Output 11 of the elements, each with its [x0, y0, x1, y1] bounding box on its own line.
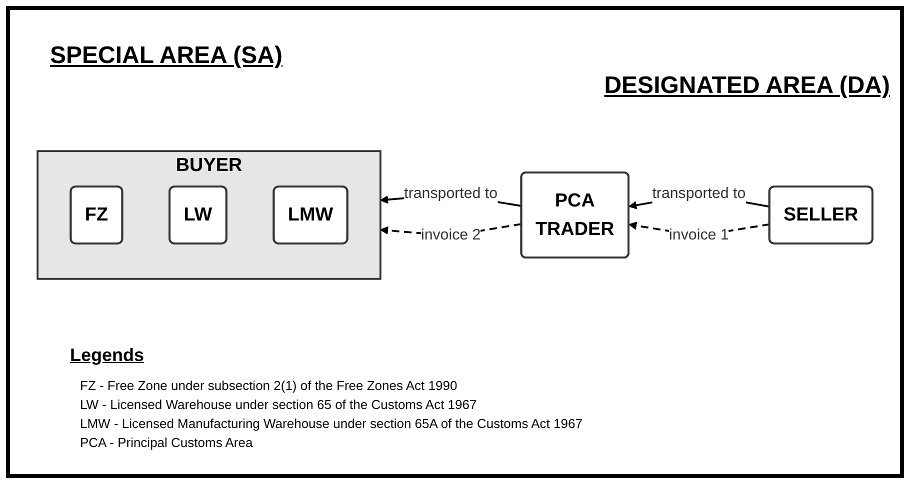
- legend-note: PCA - Principal Customs Area: [80, 434, 254, 452]
- edge-label: transported to: [652, 186, 746, 202]
- area-heading: DESIGNATED AREA (DA): [604, 72, 890, 100]
- area-heading: SPECIAL AREA (SA): [50, 42, 282, 70]
- edge-label: invoice 2: [420, 227, 481, 244]
- legend-heading: Legends: [70, 345, 144, 366]
- legend-note: FZ - Free Zone under subsection 2(1) of the Free Zones Act 1990: [80, 377, 458, 395]
- legend-note: LMW - Licensed Manufacturing Warehouse under section 65A of the Customs Act 1967: [80, 415, 582, 433]
- edge-label: transported to: [404, 186, 498, 202]
- edge-label: invoice 1: [669, 227, 729, 244]
- legend-note: LW - Licensed Warehouse under section 65 of the Customs Act 1967: [80, 396, 478, 414]
